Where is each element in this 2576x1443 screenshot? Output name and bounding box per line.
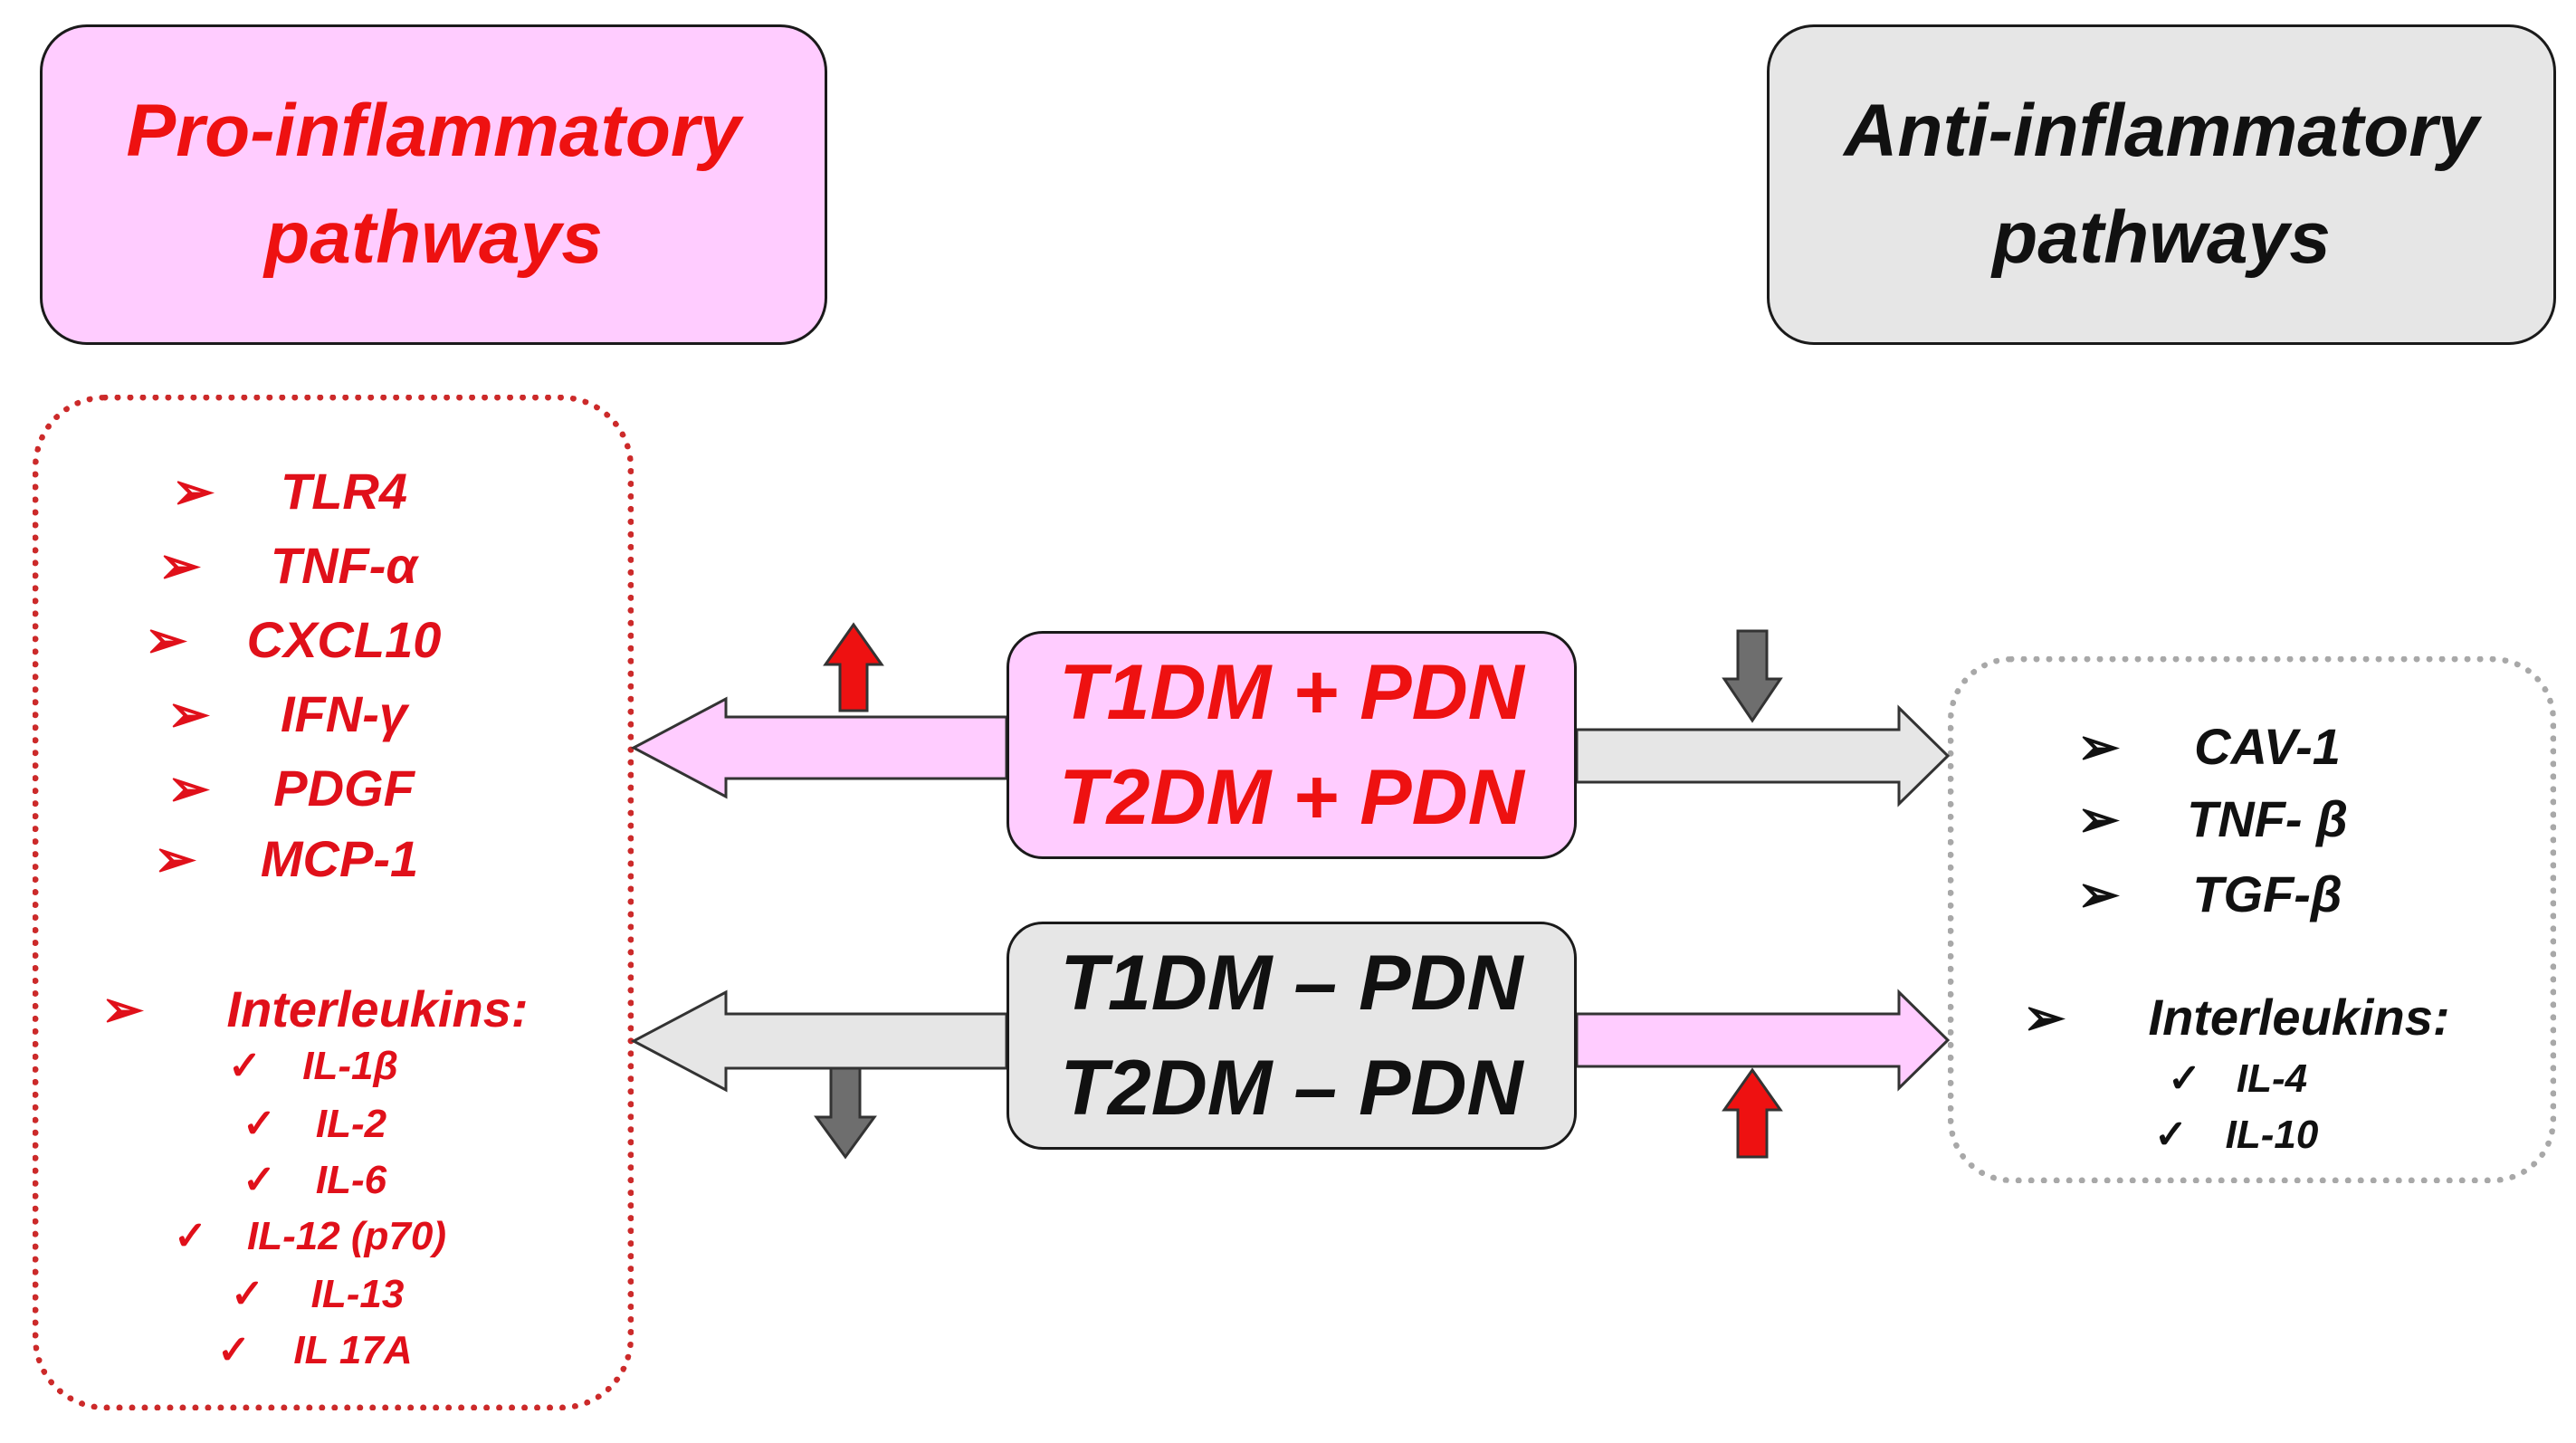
pro-interleukin-item: ✓ IL-1β	[228, 1039, 427, 1094]
pro-marker-label: IFN-γ	[281, 685, 407, 742]
pro-inflammatory-title-box: Pro-inflammatory pathways	[40, 24, 827, 345]
arrowhead-bullet-icon: ➢	[101, 980, 144, 1037]
pro-marker-item: ➢ TNF-α	[158, 530, 439, 602]
t1dm-without-pdn-label: T1DM – PDN	[1060, 940, 1523, 1027]
pro-interleukin-item: ✓ IL 17A	[217, 1324, 434, 1378]
arrowhead-bullet-icon: ➢	[145, 611, 187, 668]
pro-marker-label: CXCL10	[246, 611, 442, 668]
anti-marker-item: ➢ CAV-1	[2077, 711, 2367, 783]
pro-marker-item: ➢ IFN-γ	[167, 678, 439, 750]
right-arrow-anti-upper	[1575, 704, 1951, 808]
left-arrow-pro-upper	[630, 696, 1008, 799]
arrowhead-bullet-icon: ➢	[154, 830, 196, 887]
pro-interleukin-item: ✓ IL-2	[243, 1097, 424, 1152]
arrowhead-bullet-icon: ➢	[172, 463, 215, 520]
pro-interleukin-item: ✓ IL-13	[231, 1267, 430, 1322]
t2dm-without-pdn-label: T2DM – PDN	[1060, 1045, 1523, 1132]
pro-interleukin-item: ✓ IL-12 (p70)	[174, 1209, 482, 1264]
checkmark-icon: ✓	[243, 1102, 276, 1146]
pro-marker-item: ➢ MCP-1	[154, 823, 444, 895]
arrowhead-bullet-icon: ➢	[167, 685, 210, 742]
t2dm-with-pdn-label: T2DM + PDN	[1059, 754, 1524, 841]
pro-interleukin-label: IL-6	[315, 1158, 387, 1202]
pro-marker-label: PDGF	[273, 760, 415, 817]
anti-interleukin-item: ✓ IL-4	[2168, 1052, 2367, 1106]
anti-interleukins-heading: ➢ Interleukins:	[2023, 981, 2476, 1054]
pro-marker-item: ➢ PDGF	[167, 752, 439, 825]
arrowhead-bullet-icon: ➢	[2077, 718, 2120, 775]
checkmark-icon: ✓	[243, 1158, 276, 1202]
arrowhead-bullet-icon: ➢	[2077, 865, 2120, 922]
down-arrow-icon	[1722, 629, 1783, 723]
t1dm-with-pdn-label: T1DM + PDN	[1059, 649, 1524, 736]
checkmark-icon: ✓	[2154, 1113, 2188, 1157]
anti-marker-label: TNF- β	[2187, 790, 2348, 847]
pro-interleukin-label: IL-2	[315, 1102, 387, 1146]
anti-inflammatory-marker-list	[1948, 656, 2556, 1183]
checkmark-icon: ✓	[217, 1328, 251, 1372]
down-arrow-icon	[814, 1066, 877, 1160]
checkmark-icon: ✓	[2168, 1056, 2201, 1101]
pro-marker-item: ➢ TLR4	[172, 455, 434, 528]
anti-interleukin-label: IL-4	[2236, 1056, 2308, 1101]
pro-marker-item: ➢ CXCL10	[145, 604, 453, 676]
right-arrow-anti-lower	[1575, 989, 1951, 1092]
pro-interleukin-label: IL-12 (p70)	[246, 1214, 447, 1258]
pro-interleukins-label: Interleukins:	[226, 980, 529, 1037]
pro-interleukin-item: ✓ IL-6	[243, 1153, 424, 1208]
diabetes-with-pdn-box: T1DM + PDN T2DM + PDN	[1007, 631, 1577, 859]
anti-marker-item: ➢ TGF-β	[2077, 858, 2367, 931]
pro-inflammatory-marker-list	[33, 395, 634, 1410]
left-arrow-pro-lower	[630, 989, 1008, 1093]
anti-inflammatory-title-line1: Anti-inflammatory	[1844, 90, 2479, 172]
pro-marker-label: TLR4	[281, 463, 407, 520]
checkmark-icon: ✓	[174, 1214, 207, 1258]
anti-inflammatory-title-box: Anti-inflammatory pathways	[1767, 24, 2556, 345]
anti-marker-label: TGF-β	[2192, 865, 2342, 922]
pro-interleukin-label: IL-13	[310, 1272, 405, 1316]
up-arrow-icon	[823, 622, 884, 712]
anti-marker-label: CAV-1	[2194, 718, 2341, 775]
pro-marker-label: TNF-α	[270, 537, 418, 594]
pro-marker-label: MCP-1	[260, 830, 419, 887]
pro-inflammatory-title-line1: Pro-inflammatory	[126, 90, 741, 172]
anti-interleukin-item: ✓ IL-10	[2154, 1108, 2371, 1162]
checkmark-icon: ✓	[231, 1272, 264, 1316]
anti-inflammatory-title-line2: pathways	[1992, 196, 2331, 279]
pro-interleukins-heading: ➢ Interleukins:	[101, 973, 554, 1046]
checkmark-icon: ✓	[228, 1044, 262, 1088]
anti-marker-item: ➢ TNF- β	[2077, 783, 2367, 855]
pro-interleukin-label: IL-1β	[302, 1044, 398, 1088]
arrowhead-bullet-icon: ➢	[2077, 790, 2120, 847]
arrowhead-bullet-icon: ➢	[2023, 989, 2066, 1046]
anti-interleukin-label: IL-10	[2225, 1113, 2319, 1157]
pro-inflammatory-title-line2: pathways	[264, 196, 603, 279]
anti-interleukins-label: Interleukins:	[2148, 989, 2450, 1046]
diabetes-without-pdn-box: T1DM – PDN T2DM – PDN	[1007, 922, 1577, 1150]
pro-interleukin-label: IL 17A	[293, 1328, 413, 1372]
arrowhead-bullet-icon: ➢	[167, 760, 210, 817]
up-arrow-icon	[1722, 1067, 1783, 1159]
arrowhead-bullet-icon: ➢	[158, 537, 201, 594]
